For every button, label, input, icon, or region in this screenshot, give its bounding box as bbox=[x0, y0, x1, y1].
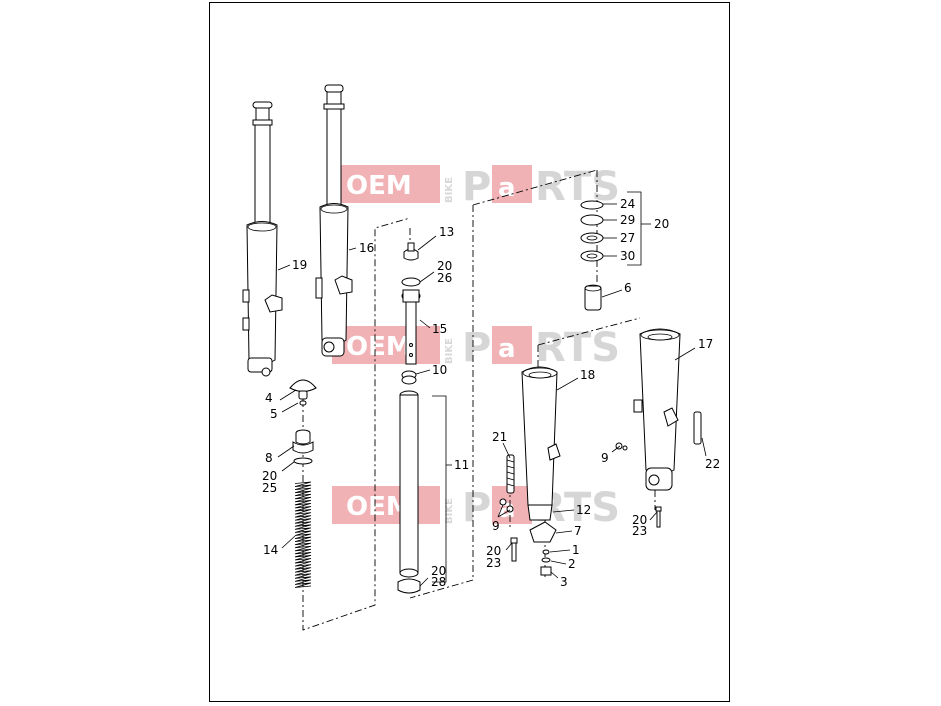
callout-20: 20 bbox=[632, 513, 647, 527]
callout-17: 17 bbox=[698, 337, 713, 351]
svg-text:P: P bbox=[462, 325, 491, 371]
callout-22: 22 bbox=[705, 457, 720, 471]
callout-20: 20 bbox=[654, 217, 669, 231]
svg-text:RTS: RTS bbox=[535, 164, 620, 210]
callout-26: 26 bbox=[437, 271, 452, 285]
svg-text:a: a bbox=[498, 173, 516, 203]
fork-assembly-19 bbox=[242, 101, 283, 377]
callout-20: 20 bbox=[431, 564, 446, 578]
callout-14: 14 bbox=[263, 543, 278, 557]
slider-17 bbox=[633, 328, 702, 491]
callout-13: 13 bbox=[439, 225, 454, 239]
callout-20: 20 bbox=[486, 544, 501, 558]
diagram-frame bbox=[209, 2, 730, 702]
callout-4: 4 bbox=[265, 391, 273, 405]
spring-parts-column bbox=[289, 379, 317, 588]
fork-assembly-16 bbox=[315, 84, 353, 357]
svg-text:RTS: RTS bbox=[535, 325, 620, 371]
callout-10: 10 bbox=[432, 363, 447, 377]
callout-23: 23 bbox=[632, 524, 647, 538]
upper-right-parts bbox=[580, 200, 604, 311]
callout-9: 9 bbox=[601, 451, 609, 465]
center-column-parts bbox=[397, 242, 421, 594]
svg-text:BIKE: BIKE bbox=[444, 338, 455, 364]
callout-27: 27 bbox=[620, 231, 635, 245]
callout-30: 30 bbox=[620, 249, 635, 263]
svg-text:a: a bbox=[498, 334, 516, 364]
svg-text:BIKE: BIKE bbox=[444, 498, 455, 524]
callout-18: 18 bbox=[580, 368, 595, 382]
callout-15: 15 bbox=[432, 322, 447, 336]
callout-20: 20 bbox=[437, 259, 452, 273]
callout-20: 20 bbox=[262, 469, 277, 483]
callout-23: 23 bbox=[486, 556, 501, 570]
callout-8: 8 bbox=[265, 451, 273, 465]
callout-2: 2 bbox=[568, 557, 576, 571]
spring-14 bbox=[294, 481, 312, 588]
callout-24: 24 bbox=[620, 197, 635, 211]
lower-small-parts bbox=[499, 442, 662, 576]
callout-6: 6 bbox=[624, 281, 632, 295]
callout-1: 1 bbox=[572, 543, 580, 557]
callout-25: 25 bbox=[262, 481, 277, 495]
callout-19: 19 bbox=[292, 258, 307, 272]
svg-text:BIKE: BIKE bbox=[444, 177, 455, 203]
callout-9: 9 bbox=[492, 519, 500, 533]
callout-5: 5 bbox=[270, 407, 278, 421]
svg-text:OEM: OEM bbox=[346, 332, 412, 362]
callout-3: 3 bbox=[560, 575, 568, 589]
watermark-top: OEM BIKE P a RTS bbox=[332, 164, 620, 210]
callout-7: 7 bbox=[574, 524, 582, 538]
leader-lines bbox=[277, 191, 707, 587]
callout-29: 29 bbox=[620, 213, 635, 227]
svg-text:P: P bbox=[462, 164, 491, 210]
svg-text:P: P bbox=[462, 485, 491, 531]
watermark-middle: OEM BIKE P a RTS bbox=[332, 325, 620, 371]
callout-28: 28 bbox=[431, 575, 446, 589]
callout-11: 11 bbox=[454, 458, 469, 472]
callout-21: 21 bbox=[492, 430, 507, 444]
watermark-bottom: OEM BIKE P a RTS bbox=[332, 485, 620, 531]
callout-labels: 19 16 13 20 26 15 10 11 20 28 4 5 8 20 2… bbox=[262, 197, 720, 589]
callout-12: 12 bbox=[576, 503, 591, 517]
callout-16: 16 bbox=[359, 241, 374, 255]
slider-18 bbox=[521, 366, 561, 521]
svg-text:OEM: OEM bbox=[346, 171, 412, 201]
